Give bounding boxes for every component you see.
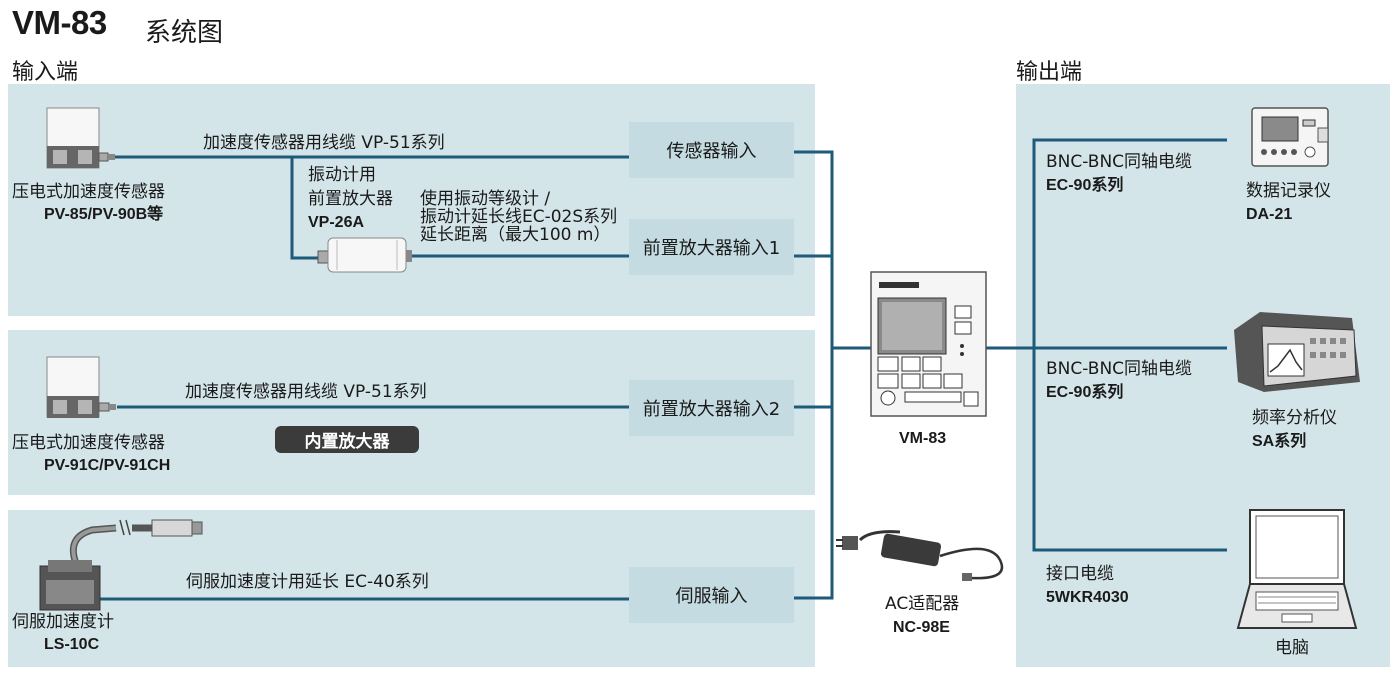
extension-note-line2: 振动计延长线EC-02S系列 [420,207,618,227]
page-title: VM-83 [12,4,107,41]
preamp-label-line1: 振动计用 [308,165,376,185]
output1-cable-model: EC-90系列 [1046,177,1124,194]
output1-device: 数据记录仪 [1246,181,1331,201]
row2-cable-label: 加速度传感器用线缆 VP-51系列 [185,382,427,402]
input-section-label: 输入端 [12,60,79,85]
preamp-input1-box: 前置放大器输入1 [629,219,794,275]
preamp-label-line2: 前置放大器 [308,189,393,209]
row1-sensor-name: 压电式加速度传感器 [12,182,165,202]
frequency-analyzer-icon [1234,312,1360,392]
built-in-amp-badge: 内置放大器 [275,426,419,453]
adapter-model: NC-98E [893,619,950,636]
output2-cable-model: EC-90系列 [1046,384,1124,401]
preamp-vp26a-icon [317,237,412,273]
output3-device: 电脑 [1275,638,1309,658]
sensor-input-box: 传感器输入 [629,122,794,178]
row1-cable-label: 加速度传感器用线缆 VP-51系列 [203,133,445,153]
accelerometer-pv85-icon [46,107,115,169]
output2-device-model: SA系列 [1252,433,1307,450]
row3-cable-label: 伺服加速度计用延长 EC-40系列 [186,572,429,592]
servo-input-box: 伺服输入 [629,567,794,623]
output1-cable: BNC-BNC同轴电缆 [1046,152,1193,172]
row2-sensor-name: 压电式加速度传感器 [12,433,165,453]
output3-cable: 接口电缆 [1046,564,1114,584]
servo-accelerometer-icon [39,519,203,611]
output2-device: 频率分析仪 [1252,408,1337,428]
extension-note-line3: 延长距离（最大100 m） [420,225,611,245]
row3-sensor-name: 伺服加速度计 [12,612,114,632]
ac-adapter-icon [836,530,1004,581]
output-section-label: 输出端 [1016,60,1083,85]
output3-cable-model: 5WKR4030 [1046,589,1129,606]
vm83-device-icon [870,271,987,417]
row3-sensor-model: LS-10C [44,636,100,653]
main-device-model: VM-83 [899,430,947,447]
preamp-input2-box: 前置放大器输入2 [629,380,794,436]
row1-sensor-model: PV-85/PV-90B等 [44,206,164,223]
laptop-icon [1236,509,1358,629]
adapter-name: AC适配器 [885,594,960,614]
accelerometer-pv91c-icon [46,356,116,418]
output2-cable: BNC-BNC同轴电缆 [1046,359,1193,379]
row2-sensor-model: PV-91C/PV-91CH [44,457,171,474]
data-recorder-icon [1251,107,1329,167]
preamp-model: VP-26A [308,214,365,231]
extension-note-line1: 使用振动等级计 / [420,189,551,209]
page-subtitle: 系统图 [145,18,224,48]
output1-device-model: DA-21 [1246,206,1293,223]
